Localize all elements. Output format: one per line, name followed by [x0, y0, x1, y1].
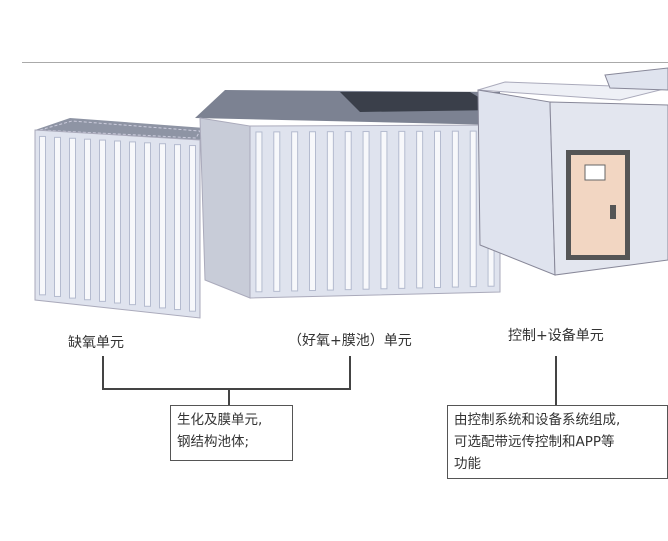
container-rib — [344, 131, 352, 291]
container-rib — [69, 137, 76, 299]
container-rib — [255, 131, 263, 293]
anoxic-container — [34, 118, 205, 319]
connector-line — [349, 356, 351, 389]
top-divider — [22, 62, 668, 63]
label-control-equipment-unit: 控制+设备单元 — [508, 328, 604, 344]
control-equipment-container — [477, 67, 668, 276]
connector-line — [555, 356, 557, 406]
container-rib — [326, 131, 334, 291]
container-rib — [434, 130, 441, 288]
container-rib — [291, 131, 299, 292]
container-rib — [129, 141, 136, 306]
container-rib — [398, 130, 406, 289]
container-rib — [144, 142, 151, 307]
connector-line — [102, 356, 104, 389]
container-ribs — [39, 135, 196, 312]
container-rib — [54, 136, 61, 297]
container-rib — [380, 130, 388, 290]
note-control-equipment: 由控制系统和设备系统组成, 可选配带远传控制和APP等 功能 — [447, 405, 668, 479]
label-anoxic-unit: 缺氧单元 — [68, 335, 124, 351]
note-line: 生化及膜单元, — [177, 412, 263, 428]
door-handle — [610, 205, 616, 219]
container-rib — [99, 139, 106, 302]
container-rib — [114, 140, 121, 304]
connector-line — [228, 388, 230, 406]
note-line: 功能 — [454, 456, 481, 472]
container-rib — [174, 144, 181, 311]
aerobic-membrane-container — [195, 90, 501, 299]
container-rib — [39, 135, 46, 296]
container-rib — [309, 131, 316, 291]
container-rib — [362, 131, 370, 290]
note-line: 由控制系统和设备系统组成, — [454, 412, 621, 428]
container-rib — [469, 130, 477, 288]
note-biochem-membrane: 生化及膜单元, 钢结构池体; — [170, 405, 293, 461]
container-rib — [189, 145, 196, 312]
note-line: 可选配带远传控制和APP等 — [454, 434, 615, 450]
container-rib — [451, 130, 459, 288]
container-rib — [159, 143, 166, 309]
container-rib — [84, 138, 91, 301]
note-line: 钢结构池体; — [177, 434, 250, 450]
container-rib — [416, 130, 424, 289]
container-rib — [273, 131, 281, 292]
connector-line — [102, 388, 351, 390]
label-aerobic-membrane-unit: （好氧+膜池）单元 — [288, 333, 412, 349]
